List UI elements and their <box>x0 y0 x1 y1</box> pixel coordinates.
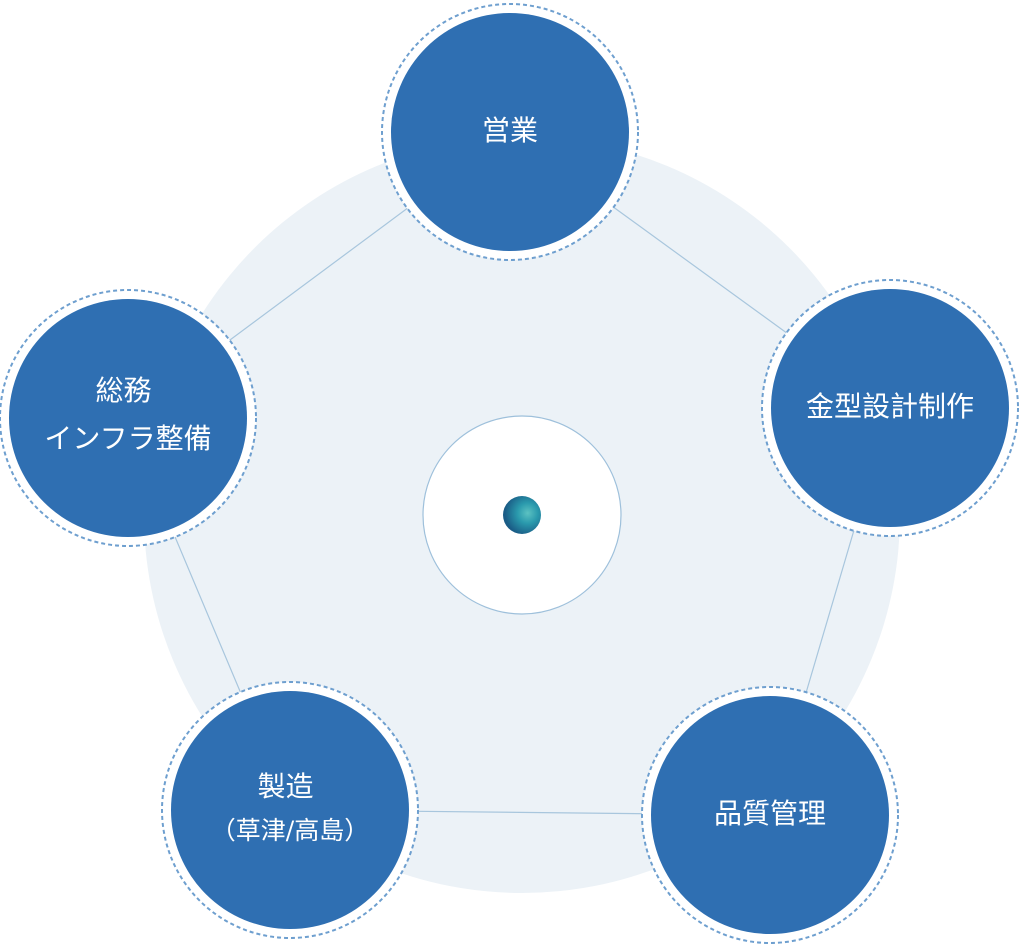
node-general-affairs-fill <box>9 299 247 537</box>
node-sales-fill <box>391 13 629 251</box>
node-mold-design: 金型設計制作 <box>761 279 1019 537</box>
node-manufacturing-label: 製造 （草津/高島） <box>211 770 369 845</box>
node-quality-fill <box>651 696 889 934</box>
node-mold-design-fill <box>771 289 1009 527</box>
node-sales-label: 営業 <box>482 114 538 147</box>
node-manufacturing: 製造 （草津/高島） <box>161 681 419 939</box>
node-general-affairs: 総務 インフラ整備 <box>0 289 257 547</box>
node-quality-label: 品質管理 <box>714 797 826 830</box>
node-quality: 品質管理 <box>641 686 899 944</box>
node-general-affairs-label: 総務 インフラ整備 <box>44 374 211 455</box>
node-manufacturing-fill <box>171 691 409 929</box>
node-sales: 営業 <box>381 3 639 261</box>
center-dot <box>503 496 541 534</box>
node-mold-design-label: 金型設計制作 <box>806 390 974 423</box>
